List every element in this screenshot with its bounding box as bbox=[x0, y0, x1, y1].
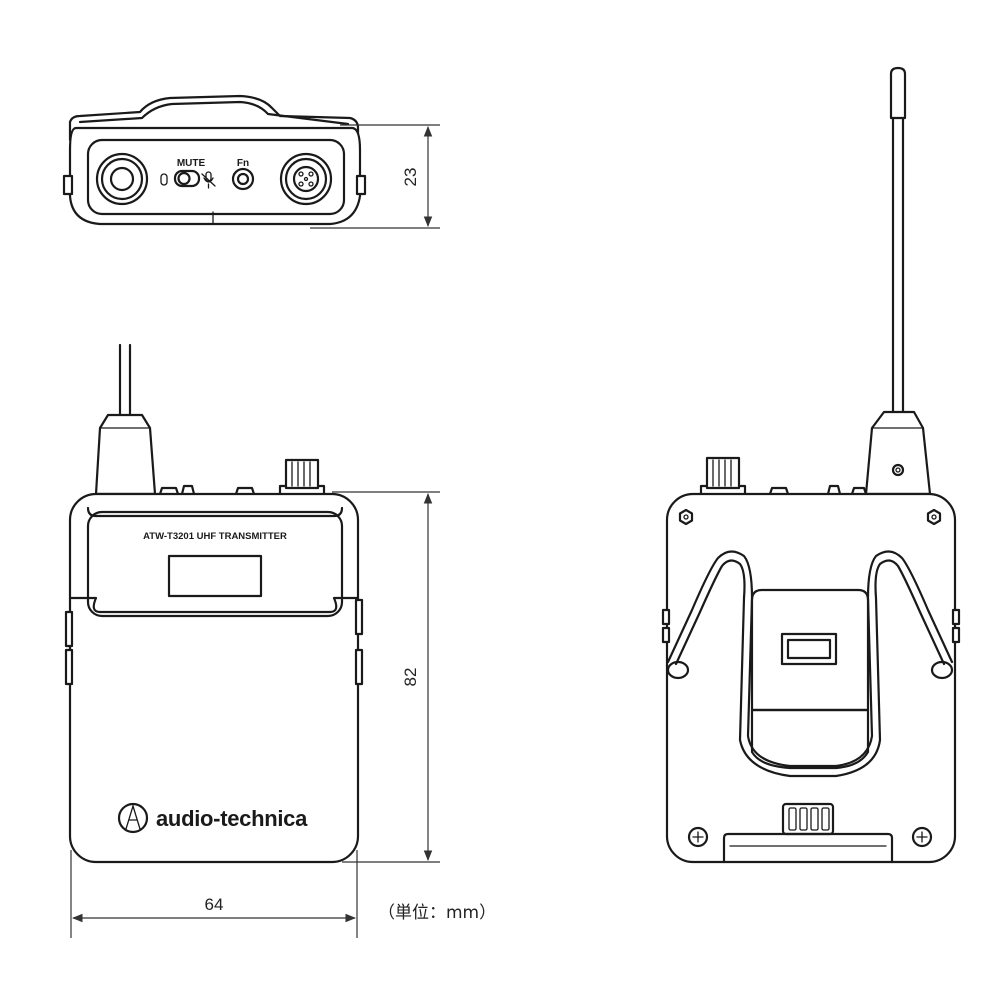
brand-label: audio-technica bbox=[156, 806, 308, 831]
depth-dimension: 23 bbox=[310, 124, 440, 229]
front-view: ATW-T3201 UHF TRANSMITTER audio-technica bbox=[64, 343, 364, 864]
screw-icon bbox=[911, 826, 933, 848]
mute-label: MUTE bbox=[177, 158, 206, 169]
fn-button[interactable] bbox=[231, 167, 255, 191]
depth-value: 23 bbox=[401, 168, 420, 187]
width-dimension: 64 bbox=[70, 850, 358, 938]
top-view: MUTE Fn bbox=[62, 94, 367, 226]
screw-icon bbox=[678, 508, 694, 526]
screw-icon bbox=[687, 826, 709, 848]
mute-switch[interactable] bbox=[173, 169, 201, 188]
back-view bbox=[661, 66, 961, 864]
height-dimension: 82 bbox=[332, 491, 440, 863]
width-value: 64 bbox=[205, 895, 224, 914]
screw-icon bbox=[926, 508, 942, 526]
audio-technica-logo-icon bbox=[117, 802, 149, 834]
height-value: 82 bbox=[401, 668, 420, 687]
antenna-connector-icon bbox=[95, 152, 149, 206]
mic-mute-icon bbox=[201, 171, 216, 189]
unit-note: （単位：mm） bbox=[378, 903, 496, 923]
model-label: ATW-T3201 UHF TRANSMITTER bbox=[143, 531, 287, 542]
display-window bbox=[167, 554, 263, 598]
fn-label: Fn bbox=[237, 158, 249, 169]
clip-window bbox=[780, 632, 838, 666]
input-connector-icon bbox=[279, 152, 333, 206]
